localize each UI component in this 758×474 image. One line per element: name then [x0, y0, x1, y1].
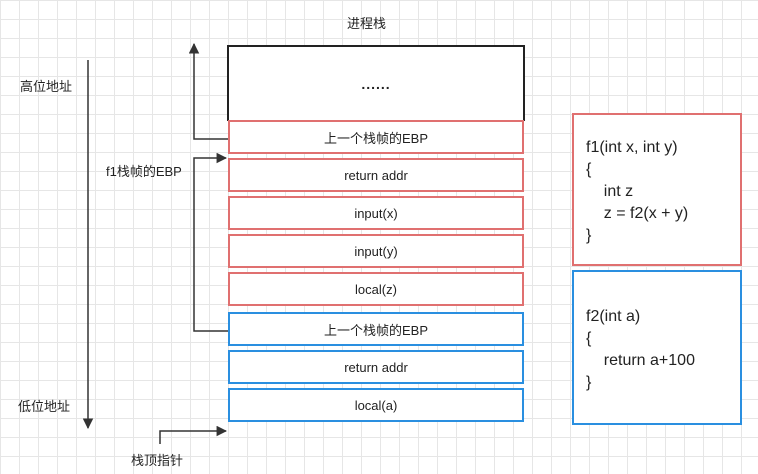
- f2-code-box: f2(int a) { return a+100 }: [572, 270, 742, 425]
- f2-ebp-chain-arrow: [193, 152, 228, 332]
- f2-cell-local-a: local(a): [228, 388, 524, 422]
- f1-cell-input-x: input(x): [228, 196, 524, 230]
- high-address-label: 高位地址: [20, 79, 73, 94]
- f2-code-line: return a+100: [586, 352, 695, 369]
- f1-ebp-chain-arrow: [188, 42, 228, 140]
- f2-code-line: f2(int a): [586, 308, 641, 325]
- f1-cell-local-z: local(z): [228, 272, 524, 306]
- stack-title: 进程栈: [347, 16, 387, 31]
- f2-code-line: {: [586, 330, 592, 347]
- f1-code-line: {: [586, 161, 592, 178]
- f2-cell-return-addr: return addr: [228, 350, 524, 384]
- f2-code-line: }: [586, 374, 592, 391]
- stack-ellipsis: ......: [361, 76, 391, 92]
- f2-cell-prev-ebp: 上一个栈帧的EBP: [228, 312, 524, 346]
- f1-code-line: f1(int x, int y): [586, 139, 678, 156]
- stack-pointer-arrow: [159, 425, 228, 444]
- f1-code-line: int z: [586, 183, 634, 200]
- f1-cell-input-y: input(y): [228, 234, 524, 268]
- f1-cell-prev-ebp: 上一个栈帧的EBP: [228, 120, 524, 154]
- f1-code-line: z = f2(x + y): [586, 205, 689, 222]
- f1-ebp-label: f1栈帧的EBP: [106, 164, 182, 179]
- stack-pointer-label: 栈顶指针: [131, 453, 184, 468]
- f1-code-box: f1(int x, int y) { int z z = f2(x + y) }: [572, 113, 742, 266]
- stack-upper-region: ......: [227, 45, 525, 121]
- low-address-label: 低位地址: [18, 399, 71, 414]
- f1-cell-return-addr: return addr: [228, 158, 524, 192]
- f1-code-line: }: [586, 227, 592, 244]
